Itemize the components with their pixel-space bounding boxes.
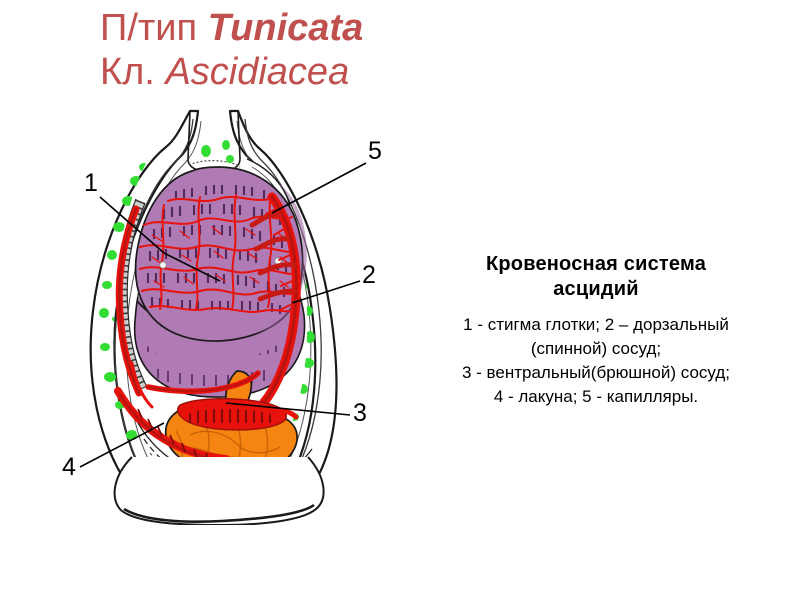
holdfast-outline	[113, 456, 325, 525]
legend-line: 3 - вентральный(брюшной) сосуд;	[461, 363, 730, 382]
pharynx-upper-body	[134, 166, 304, 342]
ventral-vessel-upper-branch	[130, 361, 154, 409]
leader-line-5	[271, 162, 367, 214]
title-line-class: Кл. Ascidiacea	[100, 50, 520, 94]
figure-label-1: 1	[84, 169, 98, 197]
caption-block: Кровеносная система асцидий 1 - стигма г…	[404, 252, 788, 409]
leader-line-1b	[163, 252, 221, 282]
ventral-vessel-core	[118, 393, 226, 462]
figure-labels: 1 2 3 4 5	[62, 137, 382, 481]
title-phylum-taxon: Tunicata	[207, 7, 364, 49]
title-block: П/тип Tunicata Кл. Ascidiacea	[100, 6, 520, 94]
title-line-phylum: П/тип Tunicata	[100, 6, 520, 50]
legend-line: 1 - стигма глотки; 2 – дорзальный	[463, 315, 729, 334]
figure-label-5: 5	[368, 137, 382, 165]
holdfast-base-edge	[123, 503, 315, 523]
ventral-vessel	[114, 361, 299, 463]
leader-lines	[79, 162, 367, 468]
holdfast	[113, 456, 325, 525]
gut-to-dorsal-vessel	[265, 406, 299, 420]
siphon-rim	[188, 160, 241, 168]
leader-line-4	[79, 422, 165, 468]
caption-heading-line-2: асцидий	[553, 278, 639, 300]
subpharyngeal-vessel-core	[147, 372, 259, 393]
ascidian-diagram-svg: 1 2 3 4 5	[62, 109, 382, 525]
legend-line: (спинной) сосуд;	[530, 339, 662, 358]
title-phylum-prefix: П/тип	[100, 7, 208, 49]
caption-heading: Кровеносная система асцидий	[404, 252, 788, 302]
left-marginal-vessel-core	[118, 207, 141, 395]
heart-striations	[189, 409, 271, 423]
ventral-vessel-branches	[137, 408, 210, 463]
leader-line-1	[99, 196, 165, 254]
pharynx-node-left	[159, 261, 167, 269]
caption-legend: 1 - стигма глотки; 2 – дорзальный (спинн…	[404, 313, 788, 409]
title-class-prefix: Кл.	[100, 51, 166, 93]
title-class-taxon: Ascidiacea	[165, 51, 350, 93]
figure-label-4: 4	[62, 453, 76, 481]
stigmata	[146, 185, 288, 314]
figure-label-3: 3	[353, 399, 367, 427]
leader-line-3	[225, 402, 351, 416]
ascidian-diagram: 1 2 3 4 5	[40, 105, 400, 525]
caption-heading-line-1: Кровеносная система	[485, 253, 707, 275]
legend-line: 4 - лакуна; 5 - капилляры.	[493, 387, 699, 406]
stigma-band-edge-b	[126, 202, 148, 388]
leader-line-2	[291, 280, 361, 304]
figure-label-2: 2	[362, 261, 376, 289]
